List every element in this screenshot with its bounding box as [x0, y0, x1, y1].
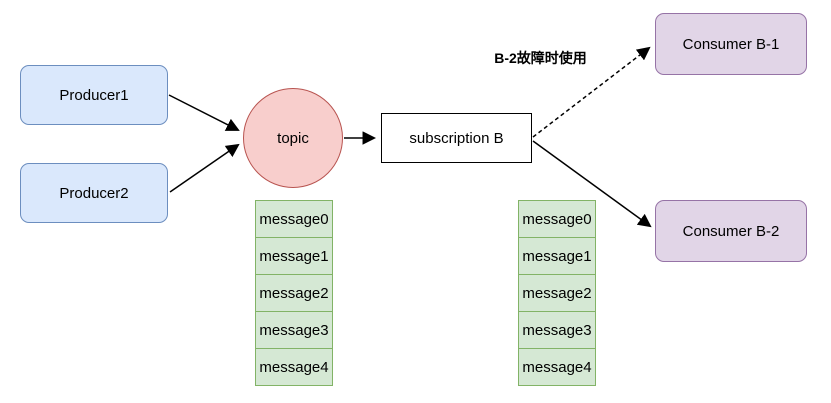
producer2-label: Producer2	[59, 184, 129, 202]
message-cell: message0	[255, 200, 333, 238]
message-cell: message3	[255, 311, 333, 349]
message-cell: message4	[255, 348, 333, 386]
arrow-producer1-to-topic	[168, 94, 240, 131]
message-cell: message3	[518, 311, 596, 349]
consumer-b2-node: Consumer B-2	[655, 200, 807, 262]
producer2-node: Producer2	[20, 163, 168, 223]
consumer-b1-label: Consumer B-1	[682, 35, 780, 53]
consumer-b1-node: Consumer B-1	[655, 13, 807, 75]
producer1-label: Producer1	[59, 86, 129, 104]
subscription-node: subscription B	[381, 113, 532, 163]
message-cell: message1	[255, 237, 333, 275]
arrow-producer2-to-topic	[169, 143, 240, 193]
subscription-message-stack: message0 message1 message2 message3 mess…	[518, 200, 596, 386]
message-cell: message2	[518, 274, 596, 312]
message-cell: message1	[518, 237, 596, 275]
producer1-node: Producer1	[20, 65, 168, 125]
failover-note: B-2故障时使用	[494, 50, 587, 66]
topic-label: topic	[277, 129, 309, 147]
message-cell: message0	[518, 200, 596, 238]
topic-node: topic	[243, 88, 343, 188]
consumer-b2-label: Consumer B-2	[682, 222, 780, 240]
subscription-label: subscription B	[409, 129, 504, 147]
message-cell: message2	[255, 274, 333, 312]
message-cell: message4	[518, 348, 596, 386]
topic-message-stack: message0 message1 message2 message3 mess…	[255, 200, 333, 386]
